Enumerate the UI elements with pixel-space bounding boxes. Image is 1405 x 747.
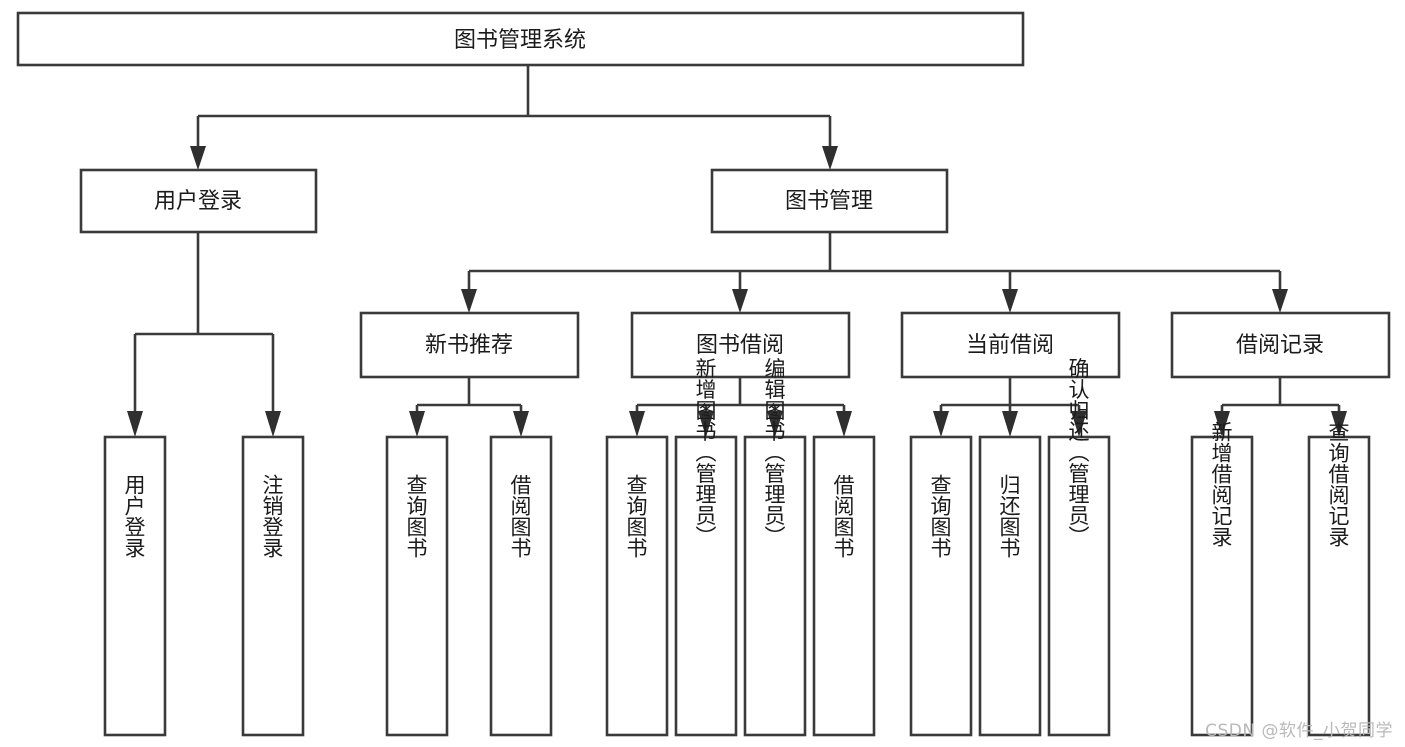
node-book-manage-label: 图书管理 — [785, 189, 873, 214]
leaf-node-current-return-label: 归还图书 — [997, 474, 1021, 558]
arrowhead-current-borrow — [1002, 289, 1018, 313]
leaf-node-borrow-edit-book[interactable]: 编辑图书（管理员） — [743, 358, 807, 737]
leaf-node-borrow-add-book-box[interactable] — [674, 435, 738, 737]
node-book-borrow-label: 图书借阅 — [696, 333, 784, 358]
leaf-node-newbook-borrow-box[interactable] — [489, 435, 553, 737]
node-borrow-record[interactable]: 借阅记录 — [1170, 311, 1391, 379]
arrowhead-newbook-borrow — [513, 411, 529, 437]
leaf-node-newbook-query[interactable]: 查询图书 — [385, 435, 449, 737]
leaf-node-record-query-box[interactable] — [1307, 435, 1371, 737]
node-current-borrow-label: 当前借阅 — [966, 333, 1054, 358]
leaf-node-current-return-box[interactable] — [978, 435, 1042, 737]
node-user-login[interactable]: 用户登录 — [79, 168, 318, 234]
node-current-borrow-box[interactable] — [900, 311, 1121, 379]
arrowhead-borrow-lend — [836, 411, 852, 437]
leaf-node-logout[interactable]: 注销登录 — [241, 435, 305, 737]
arrowhead-borrow-record — [1272, 289, 1288, 313]
node-current-borrow[interactable]: 当前借阅 — [900, 311, 1121, 379]
node-book-borrow[interactable]: 图书借阅 — [630, 311, 851, 379]
node-root[interactable]: 图书管理系统 — [16, 11, 1025, 67]
leaf-node-borrow-lend-book-box[interactable] — [812, 435, 876, 737]
node-user-login-label: 用户登录 — [154, 189, 242, 214]
node-root-label: 图书管理系统 — [454, 28, 586, 53]
arrowhead-current-confirm — [1071, 411, 1087, 437]
leaf-node-record-query[interactable]: 查询借阅记录 — [1307, 421, 1371, 737]
leaf-node-borrow-edit-book-box[interactable] — [743, 435, 807, 737]
arrowhead-record-add — [1214, 411, 1230, 437]
leaf-node-newbook-query-box[interactable] — [385, 435, 449, 737]
arrowhead-leaf-user-login — [127, 411, 143, 437]
leaf-node-borrow-lend-book-label: 借阅图书 — [831, 474, 855, 558]
arrowhead-borrow-add — [698, 411, 714, 437]
node-user-login-box[interactable] — [79, 168, 318, 234]
arrowhead-current-query — [933, 411, 949, 437]
arrowhead-new-book-recommend — [461, 289, 477, 313]
leaf-node-current-confirm-return-label: 确认归还（管理员） — [1066, 358, 1090, 547]
arrowhead-user-login — [190, 146, 206, 170]
leaf-node-logout-label: 注销登录 — [260, 474, 284, 558]
leaf-node-record-add-label: 新增借阅记录 — [1209, 421, 1233, 547]
leaf-node-current-query-label: 查询图书 — [928, 474, 952, 558]
node-borrow-record-label: 借阅记录 — [1236, 333, 1324, 358]
leaf-node-current-confirm-return[interactable]: 确认归还（管理员） — [1047, 358, 1111, 737]
node-new-book-recommend-label: 新书推荐 — [425, 333, 513, 358]
arrowhead-book-borrow — [732, 289, 748, 313]
leaf-node-current-query-box[interactable] — [909, 435, 973, 737]
leaf-node-user-login-label: 用户登录 — [122, 474, 146, 558]
arrowhead-leaf-logout — [265, 411, 281, 437]
connector-layer — [127, 65, 1347, 437]
leaf-node-record-query-label: 查询借阅记录 — [1326, 421, 1350, 547]
node-book-manage-box[interactable] — [710, 168, 949, 234]
node-book-manage[interactable]: 图书管理 — [710, 168, 949, 234]
node-new-book-recommend-box[interactable] — [359, 311, 580, 379]
arrowhead-book-manage — [822, 146, 838, 170]
leaf-node-current-confirm-return-box[interactable] — [1047, 435, 1111, 737]
node-book-borrow-box[interactable] — [630, 311, 851, 379]
leaf-node-logout-box[interactable] — [241, 435, 305, 737]
arrowhead-borrow-query — [629, 411, 645, 437]
leaf-node-record-add-box[interactable] — [1190, 435, 1254, 737]
leaf-node-newbook-query-label: 查询图书 — [404, 474, 428, 558]
leaf-node-borrow-query[interactable]: 查询图书 — [605, 435, 669, 737]
node-new-book-recommend[interactable]: 新书推荐 — [359, 311, 580, 379]
leaf-node-record-add[interactable]: 新增借阅记录 — [1190, 421, 1254, 737]
arrowhead-record-query — [1331, 411, 1347, 437]
leaf-node-user-login-box[interactable] — [103, 435, 167, 737]
leaf-node-current-query[interactable]: 查询图书 — [909, 435, 973, 737]
leaf-node-newbook-borrow-label: 借阅图书 — [508, 474, 532, 558]
leaf-node-borrow-query-box[interactable] — [605, 435, 669, 737]
arrowhead-borrow-edit — [767, 411, 783, 437]
node-root-box[interactable] — [16, 11, 1025, 67]
leaf-node-borrow-query-label: 查询图书 — [624, 474, 648, 558]
arrowhead-current-return — [1002, 411, 1018, 437]
leaf-node-borrow-lend-book[interactable]: 借阅图书 — [812, 435, 876, 737]
node-borrow-record-box[interactable] — [1170, 311, 1391, 379]
arrowhead-newbook-query — [409, 411, 425, 437]
leaf-node-borrow-add-book[interactable]: 新增图书（管理员） — [674, 358, 738, 737]
leaf-node-newbook-borrow[interactable]: 借阅图书 — [489, 435, 553, 737]
leaf-node-user-login[interactable]: 用户登录 — [103, 435, 167, 737]
leaf-node-borrow-add-book-label: 新增图书（管理员） — [693, 358, 717, 547]
leaf-node-borrow-edit-book-label: 编辑图书（管理员） — [762, 358, 786, 547]
leaf-node-current-return[interactable]: 归还图书 — [978, 435, 1042, 737]
